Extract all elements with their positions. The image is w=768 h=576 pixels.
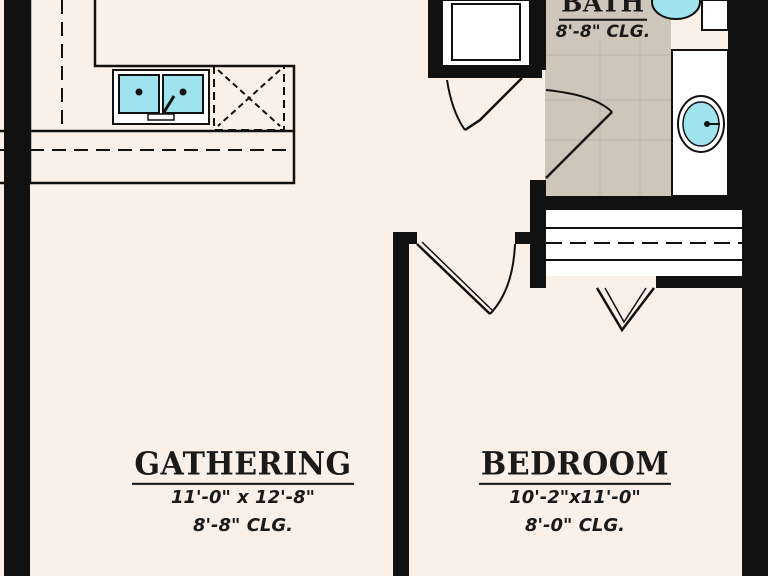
bath-label: BATH 8'-8" CLG.: [538, 0, 668, 44]
bath-left-wall: [530, 0, 546, 70]
bedroom-wall-stub-left: [393, 232, 417, 244]
bath-door: [545, 89, 613, 179]
kitchen-sink: [112, 69, 210, 125]
closet-bottom-wall: [656, 276, 756, 288]
toilet: [651, 0, 729, 31]
dishwasher: [213, 65, 285, 131]
linen-door: [446, 77, 523, 132]
linen-bottom-wall: [428, 66, 542, 78]
bath-vanity: [671, 49, 729, 197]
closet-bath-wall: [530, 196, 760, 210]
bedroom-ceiling: 8'-0" CLG.: [525, 515, 625, 536]
gathering-ceiling: 8'-8" CLG.: [193, 515, 293, 536]
bath-name: BATH: [559, 0, 647, 21]
bath-tile-grid: [545, 40, 671, 196]
closet-left-wall: [530, 196, 546, 288]
left-exterior-wall: [4, 0, 30, 576]
bedroom-left-wall: [393, 232, 409, 576]
bedroom-door: [416, 241, 516, 315]
bath-ceiling: 8'-8" CLG.: [555, 22, 651, 42]
linen-left-wall: [428, 0, 442, 78]
counter-dashed-lines: [0, 0, 294, 151]
gathering-label: GATHERING 11'-0" x 12'-8" 8'-8" CLG.: [130, 447, 356, 540]
walls: [4, 0, 768, 576]
gathering-dimensions: 11'-0" x 12'-8": [170, 487, 315, 508]
bedroom-label: BEDROOM 10'-2"x11'-0" 8'-0" CLG.: [470, 447, 680, 540]
gathering-name: GATHERING: [132, 447, 354, 485]
closet-bifold-door: [595, 287, 655, 333]
bedroom-name: BEDROOM: [478, 447, 672, 485]
bath-right-wall: [728, 0, 742, 210]
bedroom-dimensions: 10'-2"x11'-0": [509, 487, 641, 508]
closet-shelf: [546, 210, 742, 276]
linen-cabinet: [441, 0, 531, 67]
kitchen-counter: [0, 0, 296, 185]
bath-lower-left-wall: [530, 180, 546, 210]
bath-tile-floor: [545, 0, 671, 196]
